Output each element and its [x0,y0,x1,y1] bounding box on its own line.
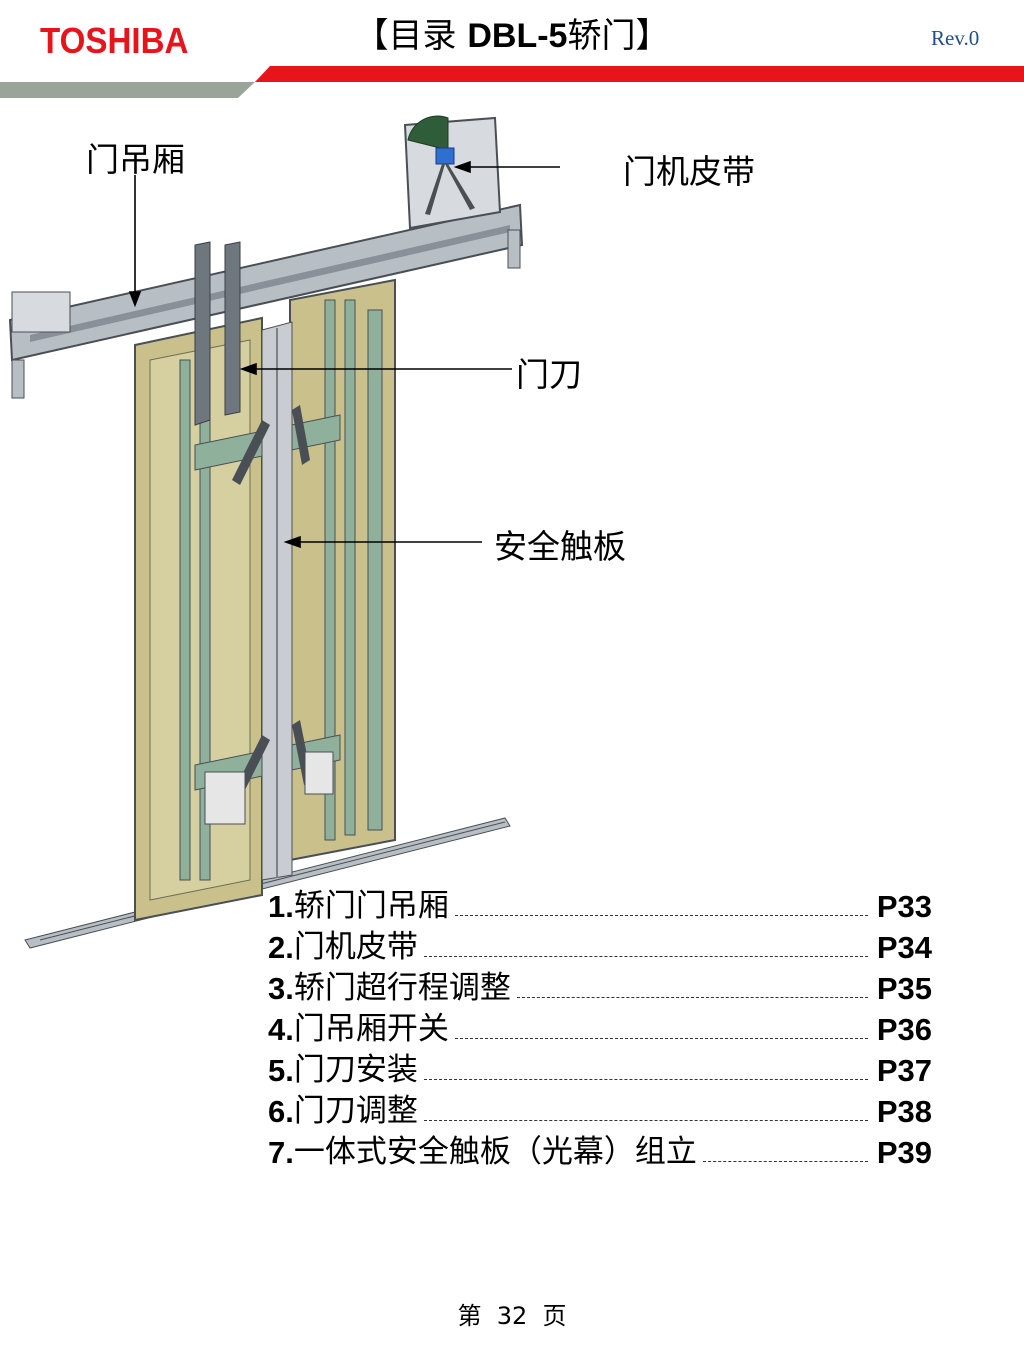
toc-label: 门吊厢开关 [293,1011,449,1047]
header-band-gray [0,82,255,98]
callout-leaders [128,160,560,549]
door-vane-blade-right [224,241,241,416]
motor-belt-2 [425,164,445,215]
toc-page: P39 [876,1135,932,1170]
door-panel-left-rib [179,359,191,881]
toc-leader [423,956,868,957]
header-band [0,66,1024,98]
toc-label: 门机皮带 [293,929,418,965]
callout-door-hanger: 门吊厢 [86,140,185,179]
door-panel-right-rib2 [344,299,356,836]
title-prefix: 【目录 [354,16,468,56]
revision-label: Rev.0 [931,26,980,50]
toc-number: 3. [268,971,294,1006]
toc-row[interactable]: 2. 门机皮带 P34 [268,925,932,966]
toc-label: 轿门门吊厢 [293,888,449,924]
toc-number: 7. [268,1135,294,1170]
door-panel-right-rib [324,299,336,841]
toc-leader [423,1120,868,1121]
toc-page: P37 [876,1053,932,1088]
hanger-drop-right [507,229,521,269]
bracket-bottom-left [204,771,246,825]
toc-number: 6. [268,1094,294,1129]
motor-belt [445,164,475,210]
toc-label: 轿门超行程调整 [293,970,511,1006]
toc-row[interactable]: 3. 轿门超行程调整 P35 [268,966,932,1007]
toc-page: P34 [876,930,932,965]
toshiba-logo: TOSHIBA [40,20,189,61]
door-vane-blade-left [194,241,211,426]
linkage-arm-right-top [292,405,310,465]
toc-leader [516,997,868,998]
title-model: DBL-5 [467,17,568,55]
toc-leader [454,915,868,916]
toc-page: P36 [876,1012,932,1047]
toc-label: 门刀安装 [293,1052,418,1088]
toc-page: P38 [876,1094,932,1129]
sill-grooves [39,821,506,941]
toc-leader [454,1038,868,1039]
toc-label: 一体式安全触板（光幕）组立 [293,1134,697,1170]
hanger-drop-left [11,359,25,399]
hanger-rail [30,225,510,342]
toc-leader [702,1161,868,1162]
toc-row[interactable]: 1. 轿门门吊厢 P33 [268,884,932,925]
title-suffix: 轿门】 [567,16,670,56]
toc-number: 2. [268,930,294,965]
toc-label: 门刀调整 [293,1093,418,1129]
callout-motor-belt: 门机皮带 [623,152,755,191]
hanger-end-left [11,291,71,333]
table-of-contents: 1. 轿门门吊厢 P33 2. 门机皮带 P34 3. 轿门超行程调整 P35 … [268,884,932,1171]
toc-page: P35 [876,971,932,1006]
callout-door-vane: 门刀 [516,355,582,394]
toc-row[interactable]: 6. 门刀调整 P38 [268,1089,932,1130]
toc-leader [423,1079,868,1080]
page-number: 第 32 页 [457,1302,567,1330]
header-band-red [255,66,1024,82]
callout-safety-edge: 安全触板 [494,527,626,566]
door-panel-right-rib3 [367,309,383,831]
toc-row[interactable]: 7. 一体式安全触板（光幕）组立 P39 [268,1130,932,1171]
toc-row[interactable]: 4. 门吊厢开关 P36 [268,1007,932,1048]
motor-belt-block [435,147,455,165]
door-motor-pulley [407,115,449,151]
toc-row[interactable]: 5. 门刀安装 P37 [268,1048,932,1089]
toc-number: 4. [268,1012,294,1047]
car-door-illustration [8,115,560,949]
page-title: 【目录 DBL-5轿门】 [0,8,1024,57]
toc-page: P33 [876,889,932,924]
toc-number: 5. [268,1053,294,1088]
linkage-arm-left-top [232,420,270,485]
toc-number: 1. [268,889,294,924]
bracket-bottom-right [304,751,334,795]
